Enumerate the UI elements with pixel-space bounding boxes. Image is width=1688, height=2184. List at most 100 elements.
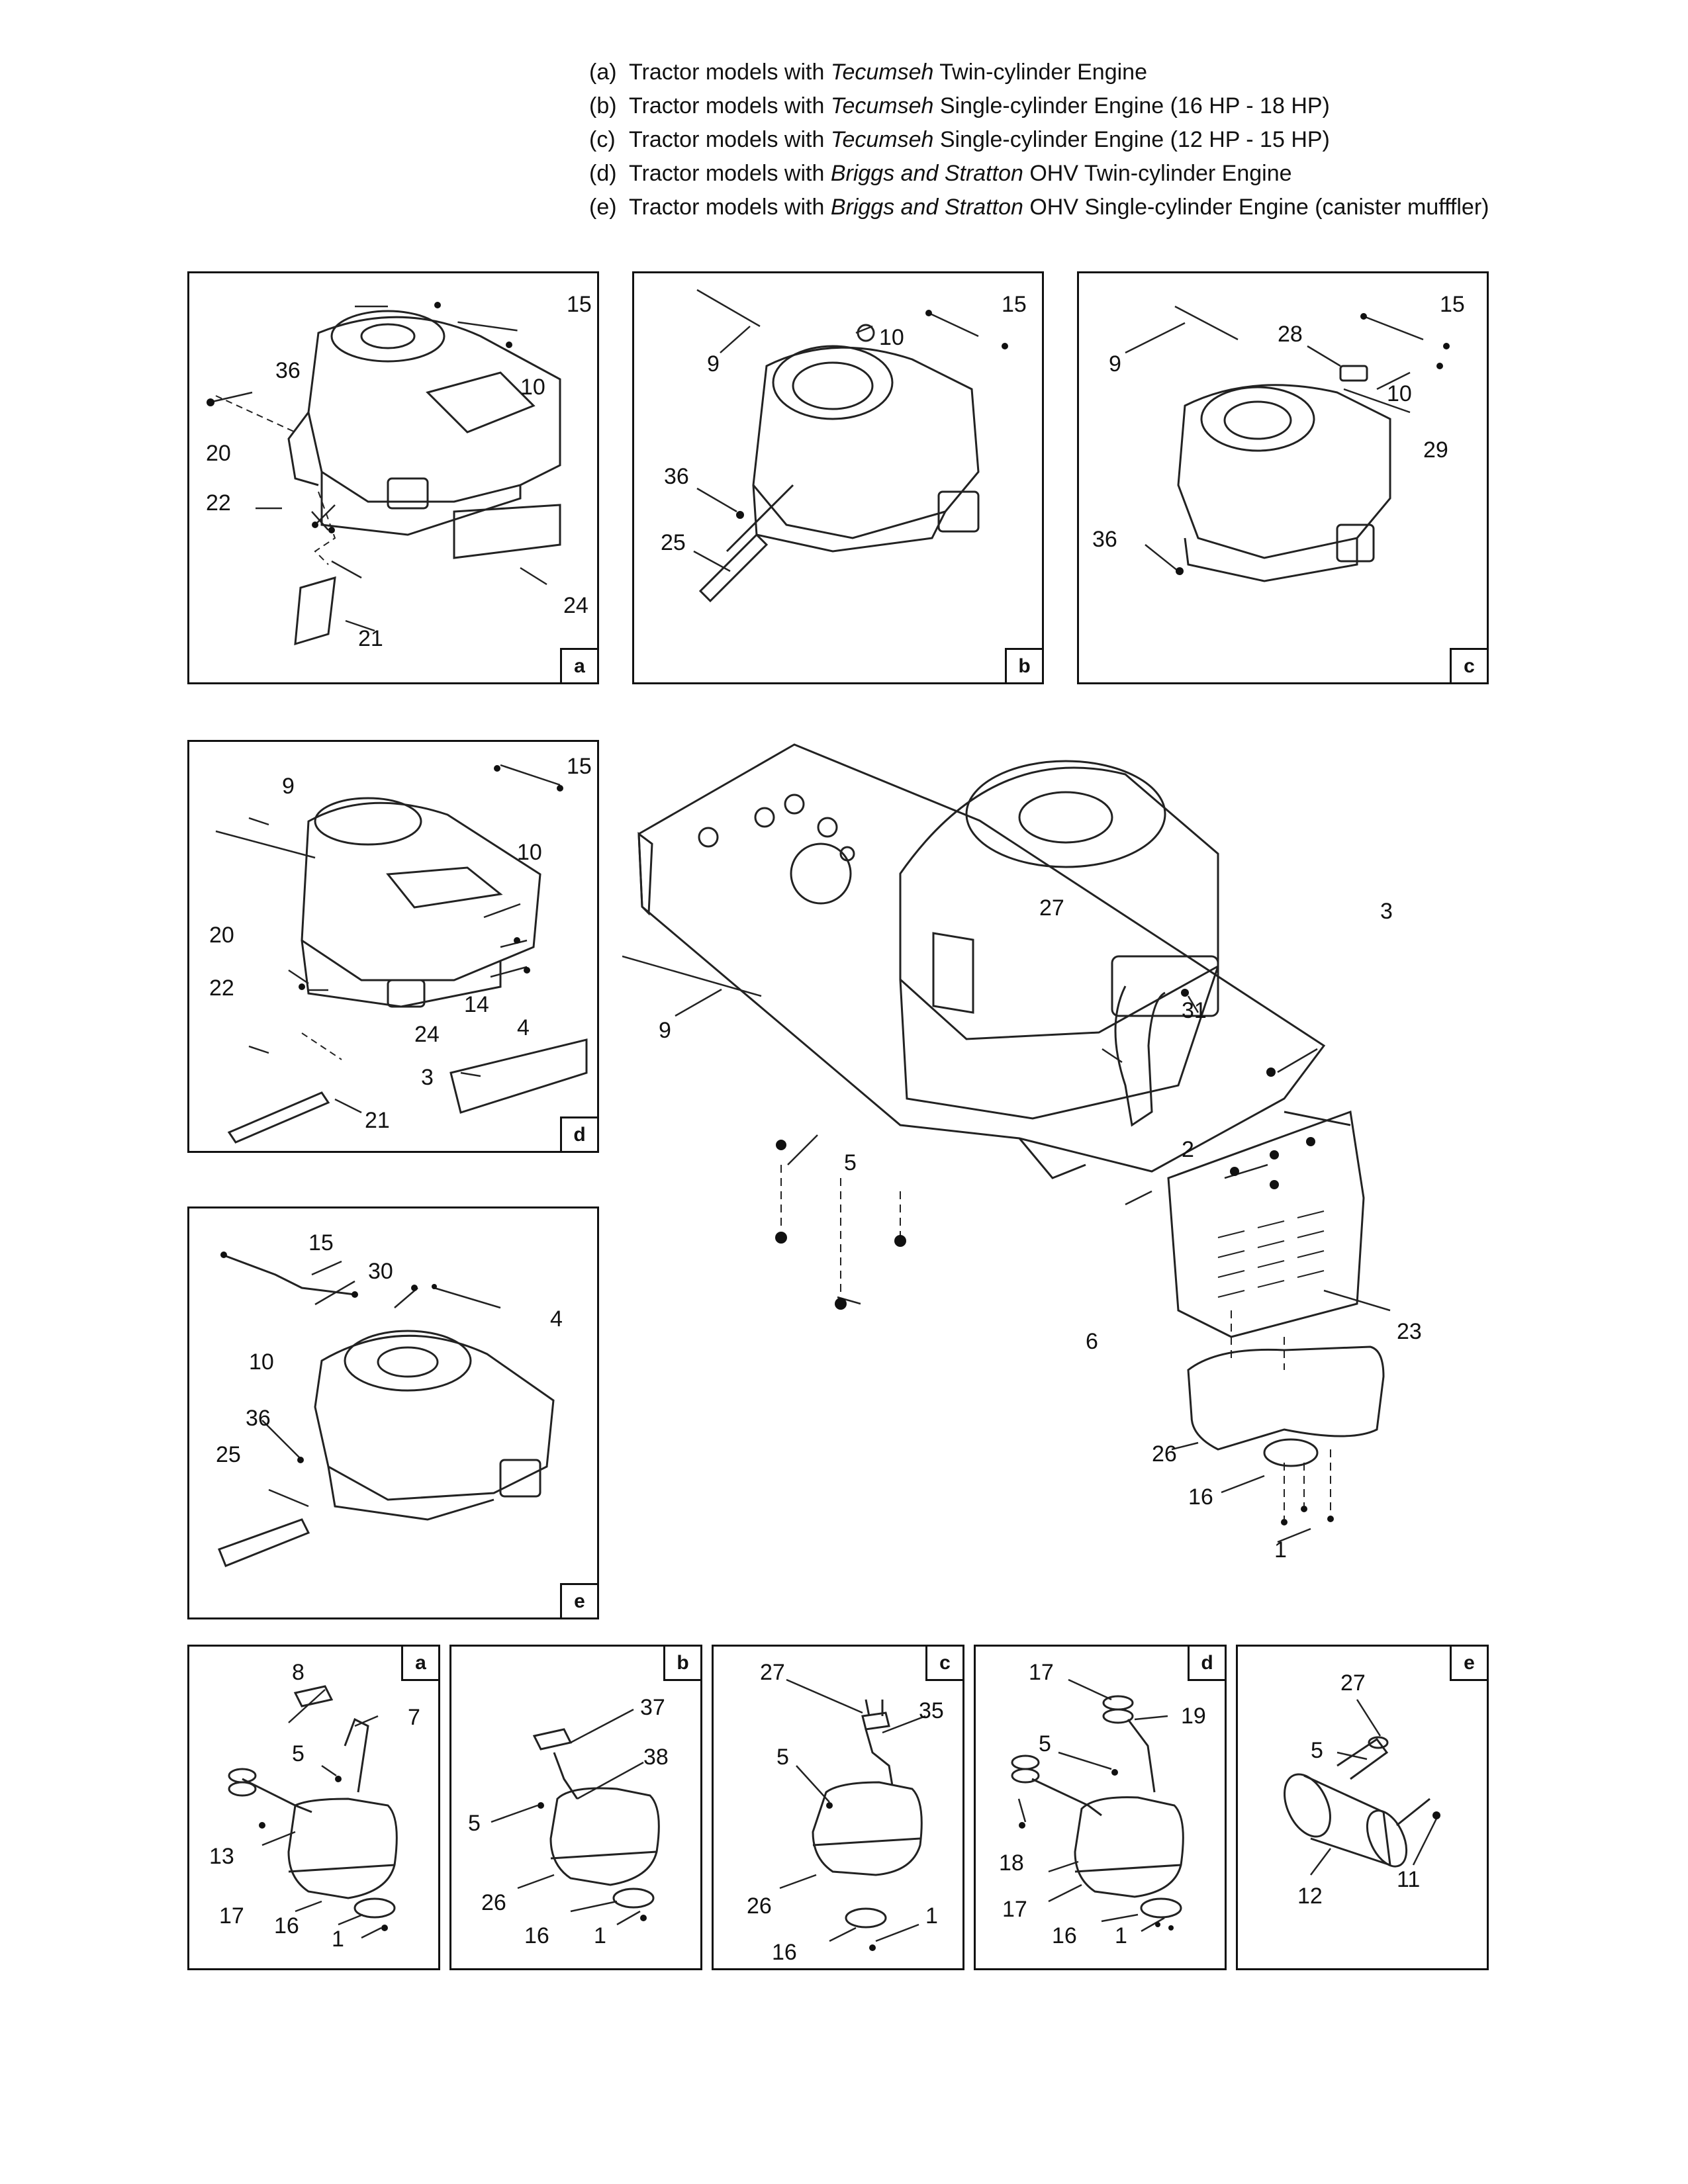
engine-c-drawing xyxy=(1125,305,1450,582)
engine-b-drawing xyxy=(693,289,1008,603)
legend-row-c: (c)Tractor models with Tecumseh Single-c… xyxy=(589,127,1330,152)
callout-36: 36 xyxy=(275,358,301,383)
engine-d-drawing xyxy=(215,764,588,1144)
legend-row-a: (a)Tractor models with Tecumseh Twin-cyl… xyxy=(589,60,1147,85)
callout-9: 9 xyxy=(707,351,720,377)
callout-10: 10 xyxy=(517,840,542,865)
callout-10: 10 xyxy=(879,325,904,350)
callout-5: 5 xyxy=(292,1741,305,1766)
callout-19: 19 xyxy=(1181,1704,1206,1729)
callout-16: 16 xyxy=(1188,1484,1213,1510)
panel-tag-b: b xyxy=(663,1647,700,1681)
callout-21: 21 xyxy=(358,626,383,651)
callout-37: 37 xyxy=(640,1695,665,1720)
callout-22: 22 xyxy=(209,976,234,1001)
callout-16: 16 xyxy=(524,1923,549,1948)
callout-14: 14 xyxy=(464,992,489,1017)
callout-8: 8 xyxy=(292,1660,305,1685)
callout-15: 15 xyxy=(567,754,592,779)
callout-1: 1 xyxy=(1274,1537,1287,1563)
callout-16: 16 xyxy=(274,1913,299,1938)
legend-row-b: (b)Tractor models with Tecumseh Single-c… xyxy=(589,93,1330,118)
callout-25: 25 xyxy=(661,530,686,555)
callout-23: 23 xyxy=(1397,1319,1422,1344)
panel-tag-a: a xyxy=(560,648,597,682)
callout-9: 9 xyxy=(1109,351,1121,377)
callout-4: 4 xyxy=(517,1015,530,1040)
callout-5: 5 xyxy=(844,1150,857,1175)
engine-panel-e: 15 30 4 10 36 25 e xyxy=(187,1206,599,1619)
panel-tag-e: e xyxy=(1450,1647,1487,1681)
muffler-panel-a: 8 7 5 13 17 16 1 a xyxy=(187,1645,440,1970)
callout-10: 10 xyxy=(1387,381,1412,406)
panel-tag-d: d xyxy=(1188,1647,1225,1681)
panel-tag-d: d xyxy=(560,1116,597,1151)
callout-20: 20 xyxy=(206,441,231,466)
callout-26: 26 xyxy=(747,1893,772,1919)
callout-24: 24 xyxy=(414,1022,440,1047)
engine-e-drawing xyxy=(218,1251,555,1567)
callout-2: 2 xyxy=(1182,1137,1194,1162)
callout-15: 15 xyxy=(1002,292,1027,317)
muffler-b-drawing xyxy=(491,1708,660,1926)
callout-7: 7 xyxy=(408,1705,420,1730)
panel-tag-a: a xyxy=(401,1647,438,1681)
callout-1: 1 xyxy=(1115,1923,1127,1948)
muffler-e-drawing xyxy=(1284,1699,1440,1876)
callout-17: 17 xyxy=(1029,1660,1054,1685)
callout-38: 38 xyxy=(643,1745,669,1770)
callout-10: 10 xyxy=(249,1349,274,1375)
callout-1: 1 xyxy=(332,1927,344,1952)
muffler-panel-e: 27 5 12 11 e xyxy=(1236,1645,1489,1970)
engine-a-drawing xyxy=(207,302,561,646)
legend-row-e: (e)Tractor models with Briggs and Stratt… xyxy=(589,195,1489,220)
callout-26: 26 xyxy=(1152,1441,1177,1467)
callout-16: 16 xyxy=(772,1940,797,1965)
callout-13: 13 xyxy=(209,1844,234,1869)
muffler-c-drawing xyxy=(779,1678,926,1951)
muffler-a-drawing xyxy=(228,1685,398,1939)
callout-9: 9 xyxy=(659,1018,671,1043)
engine-panel-d: 15 9 10 20 22 14 4 24 3 21 d xyxy=(187,740,599,1153)
callout-21: 21 xyxy=(365,1108,390,1133)
callout-1: 1 xyxy=(594,1923,606,1948)
callout-5: 5 xyxy=(1311,1738,1323,1763)
callout-5: 5 xyxy=(1039,1731,1051,1756)
muffler-panel-d: 17 19 5 18 17 16 1 d xyxy=(974,1645,1227,1970)
muffler-panel-b: 37 38 5 26 16 1 b xyxy=(449,1645,702,1970)
muffler-d-drawing xyxy=(1011,1678,1184,1933)
callout-6: 6 xyxy=(1086,1329,1098,1354)
callout-30: 30 xyxy=(368,1259,393,1284)
callout-17: 17 xyxy=(219,1903,244,1929)
callout-15: 15 xyxy=(567,292,592,317)
callout-3: 3 xyxy=(1380,899,1393,924)
panel-tag-b: b xyxy=(1005,648,1042,682)
callout-15: 15 xyxy=(1440,292,1465,317)
callout-28: 28 xyxy=(1278,322,1303,347)
callout-5: 5 xyxy=(776,1745,789,1770)
callout-5: 5 xyxy=(468,1811,481,1836)
panel-tag-e: e xyxy=(560,1583,597,1617)
callout-36: 36 xyxy=(664,464,689,489)
callout-26: 26 xyxy=(481,1890,506,1915)
callout-3: 3 xyxy=(421,1065,434,1090)
callout-29: 29 xyxy=(1423,437,1448,463)
callout-9: 9 xyxy=(282,774,295,799)
callout-11: 11 xyxy=(1397,1867,1421,1892)
callout-36: 36 xyxy=(246,1406,271,1431)
callout-35: 35 xyxy=(919,1698,944,1723)
callout-1: 1 xyxy=(925,1903,938,1929)
callout-17b: 17 xyxy=(1002,1897,1027,1922)
callout-27: 27 xyxy=(1039,895,1064,921)
legend-row-d: (d)Tractor models with Briggs and Stratt… xyxy=(589,161,1292,186)
callout-27: 27 xyxy=(760,1660,785,1685)
main-assembly: 27 3 9 31 5 2 23 6 26 16 1 xyxy=(622,715,1496,1602)
callout-31: 31 xyxy=(1182,998,1207,1023)
callout-27: 27 xyxy=(1340,1670,1366,1696)
callout-20: 20 xyxy=(209,923,234,948)
engine-panel-c: 9 15 28 10 29 36 c xyxy=(1077,271,1489,684)
engine-legend: (a)Tractor models with Tecumseh Twin-cyl… xyxy=(589,56,1582,224)
callout-36: 36 xyxy=(1092,527,1117,552)
callout-18: 18 xyxy=(999,1850,1024,1876)
callout-10: 10 xyxy=(520,375,545,400)
